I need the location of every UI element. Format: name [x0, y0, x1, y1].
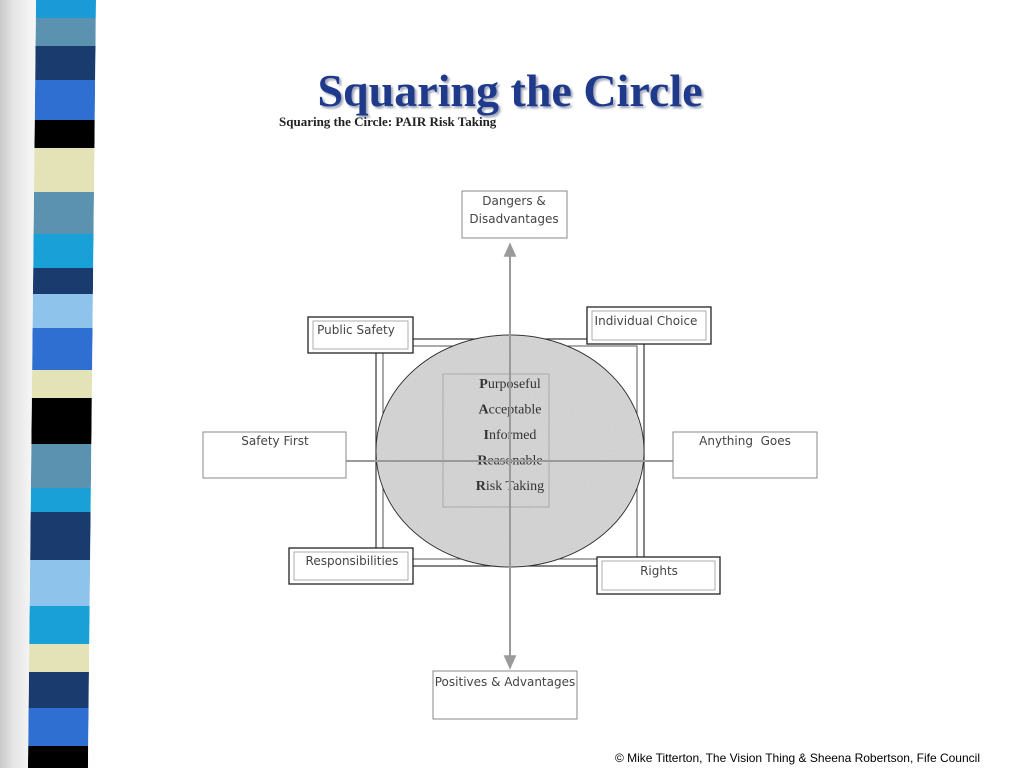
corner-top-right-box	[586, 306, 712, 345]
center-text-initial: R	[476, 479, 487, 494]
center-text-initial: P	[479, 377, 488, 392]
corner-top-left-inner	[312, 320, 409, 350]
center-text-group: PurposefulAcceptableInformedReasonableRi…	[476, 377, 544, 494]
right-box-label: Anything Goes	[699, 434, 791, 448]
left-box	[202, 431, 347, 479]
bottom-box	[432, 670, 578, 720]
corner-top-right-label: Individual Choice	[595, 314, 698, 328]
corner-bottom-right-label: Rights	[640, 564, 678, 578]
bottom-box-label: Positives & Advantages	[435, 675, 575, 689]
center-text-initial: I	[484, 428, 489, 443]
corner-top-left-box	[307, 316, 414, 354]
corner-bottom-right-box	[596, 556, 721, 595]
slide-title-text: Squaring the Circle	[317, 65, 703, 116]
center-text-line: Informed	[484, 428, 537, 443]
center-text-rest: urposeful	[488, 377, 541, 392]
slide-title: Squaring the Circle	[0, 64, 1024, 117]
center-text-line: Acceptable	[479, 403, 542, 418]
copyright-footer: © Mike Titterton, The Vision Thing & She…	[614, 751, 980, 765]
top-box-line-2: Disadvantages	[469, 212, 558, 226]
center-text-line: Purposeful	[479, 377, 541, 392]
diagram-heading: Squaring the Circle: PAIR Risk Taking	[279, 114, 497, 129]
left-box-label: Safety First	[241, 434, 309, 448]
corner-bottom-left-box	[288, 547, 414, 585]
center-text-rest: cceptable	[489, 403, 542, 418]
center-text-box	[442, 373, 550, 508]
corner-top-right-inner	[591, 310, 707, 341]
center-text-rest: isk Taking	[486, 479, 544, 494]
top-box	[461, 190, 568, 239]
center-text-initial: A	[479, 403, 490, 418]
corner-bottom-left-label: Responsibilities	[306, 554, 399, 568]
corner-top-left-label: Public Safety	[317, 323, 395, 337]
center-text-line: Risk Taking	[476, 479, 544, 494]
top-box-line-1: Dangers &	[482, 194, 546, 208]
corner-bottom-right-inner	[601, 560, 716, 591]
center-text-rest: nformed	[489, 428, 536, 443]
right-box	[672, 431, 818, 479]
corner-bottom-left-inner	[293, 551, 409, 581]
